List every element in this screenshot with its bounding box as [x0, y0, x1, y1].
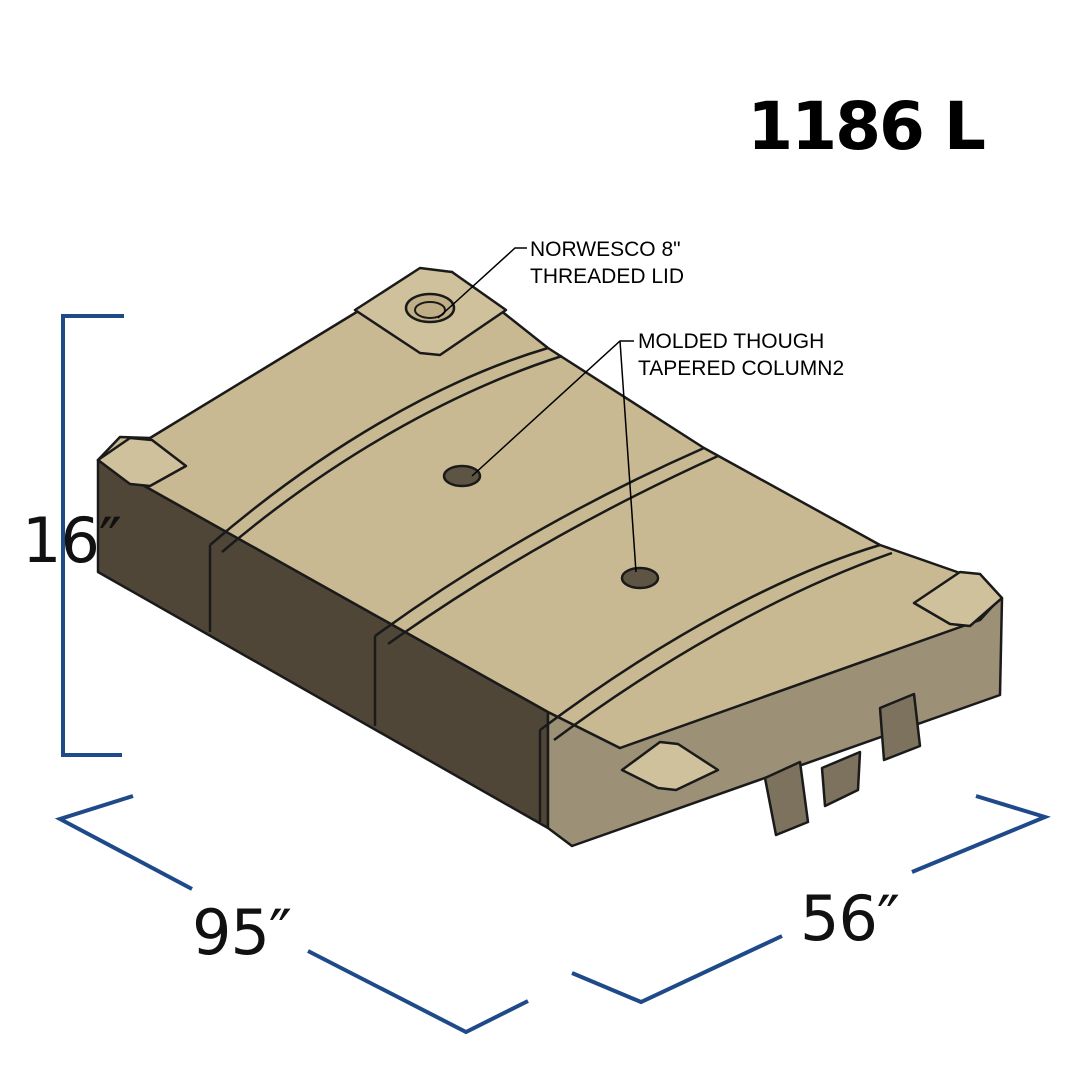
callout-leaders — [437, 247, 637, 573]
tapered-column-hole-2 — [620, 566, 660, 590]
trough-band-1b — [221, 354, 563, 553]
trough-band-2 — [374, 446, 705, 638]
tank-body — [96, 266, 1004, 848]
corner-pad-right — [912, 570, 1004, 628]
lid-callout: NORWESCO 8" THREADED LID — [530, 236, 684, 290]
lid-leader — [437, 247, 527, 319]
column-callout: MOLDED THOUGH TAPERED COLUMN2 — [638, 328, 844, 382]
column-leader-2 — [619, 340, 637, 573]
threaded-lid-inner — [414, 301, 446, 319]
corner-pad-left — [96, 436, 188, 488]
length-label: 95″ — [192, 896, 292, 969]
tapered-column-hole-1 — [442, 464, 482, 488]
lid-callout-line-1: NORWESCO 8" — [530, 238, 681, 261]
lid-callout-line-2: THREADED LID — [530, 265, 685, 288]
column-callout-line-1: MOLDED THOUGH — [638, 330, 825, 353]
trough-band-2b — [387, 454, 719, 646]
column-callout-line-2: TAPERED COLUMN2 — [638, 357, 845, 380]
corner-pad-front — [620, 740, 720, 792]
width-dimension-bracket — [571, 794, 1051, 1005]
trough-band-3 — [539, 543, 881, 732]
capacity-label: 1186 L — [747, 88, 986, 165]
height-label: 16″ — [22, 504, 122, 577]
trough-band-1 — [209, 346, 549, 546]
width-label: 56″ — [800, 882, 900, 955]
leg-cutout-3 — [878, 692, 922, 762]
trough-band-3b — [553, 551, 893, 742]
leg-cutout-1 — [763, 760, 810, 837]
length-dimension-bracket — [54, 794, 529, 1035]
leg-cutout-2 — [820, 750, 862, 808]
height-dimension-bracket — [61, 314, 124, 757]
